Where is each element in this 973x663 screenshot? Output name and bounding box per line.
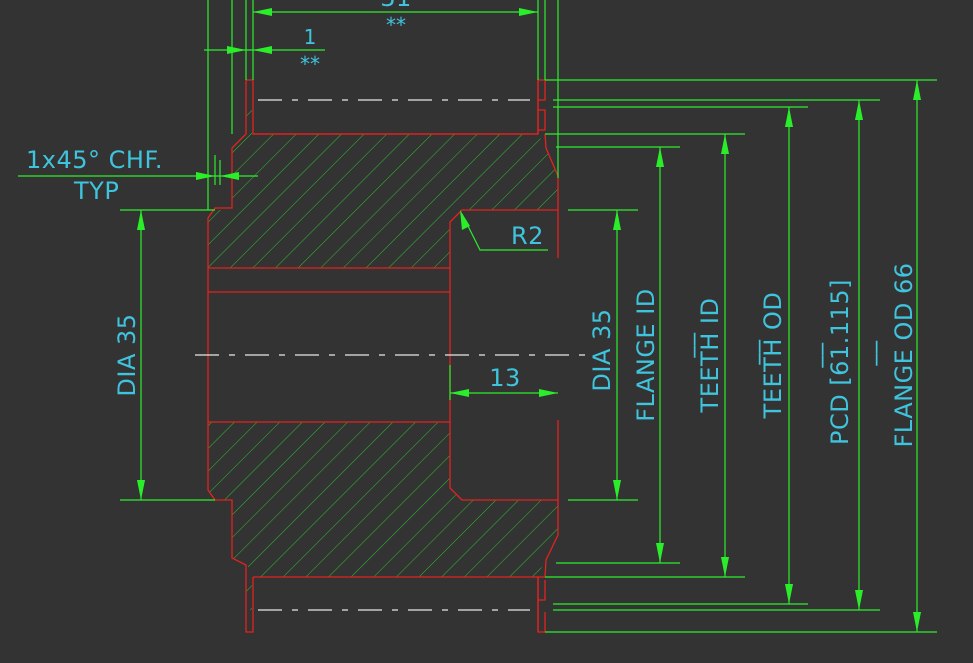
flange-od-arrow-top <box>913 80 921 100</box>
recess-arrow-top <box>613 210 621 230</box>
teeth-id-label: TEETH ID <box>696 298 724 414</box>
top-width-arrow-right <box>519 8 538 16</box>
hub-width-label: 13 <box>489 364 521 392</box>
lower-hub-hatch <box>208 422 558 577</box>
teeth-id-arrow-bottom <box>721 557 729 577</box>
top-width-arrow-left <box>253 8 272 16</box>
bore-arrow-bottom <box>137 480 145 500</box>
chamfer-arrow-left <box>196 172 215 180</box>
teeth-id-note: __ <box>733 339 761 366</box>
dimension-labels: 31 ** 1 ** 1x45° CHF. TYP R2 13 DIA 35 D… <box>26 0 918 448</box>
section-hatching <box>208 100 558 610</box>
flange-od-arrow-bottom <box>913 612 921 632</box>
bore-dia-label: DIA 35 <box>113 313 141 396</box>
upper-flange-hatch <box>246 100 252 134</box>
radius-arrow <box>460 210 470 230</box>
chamfer-arrow-right <box>220 172 239 180</box>
small-dim-note: ** <box>300 52 320 76</box>
small-dim-value: 1 <box>304 25 317 49</box>
recess-arrow-bottom <box>613 480 621 500</box>
small-dim-arrow-right <box>253 46 272 54</box>
centerlines <box>195 99 590 611</box>
flange-id-label: FLANGE ID <box>632 288 660 422</box>
teeth-od-label: TEETH OD <box>759 292 787 420</box>
lower-flange-hatch <box>246 577 252 610</box>
bore-arrow-top <box>137 210 145 230</box>
radius-label: R2 <box>511 222 544 250</box>
teeth-id-arrow-top <box>721 134 729 154</box>
hub-arrow-left <box>450 389 469 397</box>
chamfer-typ-label: TYP <box>73 177 119 205</box>
top-width-note: ** <box>386 13 406 37</box>
teeth-od-arrow-top <box>785 107 793 127</box>
pcd-arrow-bottom <box>855 590 863 610</box>
recess-dia-label: DIA 35 <box>588 308 616 391</box>
part-outline <box>207 79 559 633</box>
top-width-value: 31 <box>380 0 412 12</box>
flange-id-note: __ <box>668 332 696 359</box>
left-flange-profile <box>207 80 254 633</box>
chamfer-label: 1x45° CHF. <box>26 146 163 174</box>
teeth-od-arrow-bottom <box>785 584 793 604</box>
flange-id-arrow-bottom <box>656 543 664 563</box>
pcd-note: __ <box>850 340 878 367</box>
dimension-lines <box>18 0 937 633</box>
flange-id-arrow-top <box>656 147 664 167</box>
upper-hub-hatch <box>208 134 558 268</box>
small-dim-arrow-left <box>227 46 246 54</box>
pcd-arrow-top <box>855 100 863 120</box>
pcd-label: PCD [61.115] <box>826 279 854 445</box>
flange-od-label: FLANGE OD 66 <box>890 262 918 447</box>
hub-arrow-right <box>539 389 558 397</box>
teeth-od-note: __ <box>796 342 824 369</box>
